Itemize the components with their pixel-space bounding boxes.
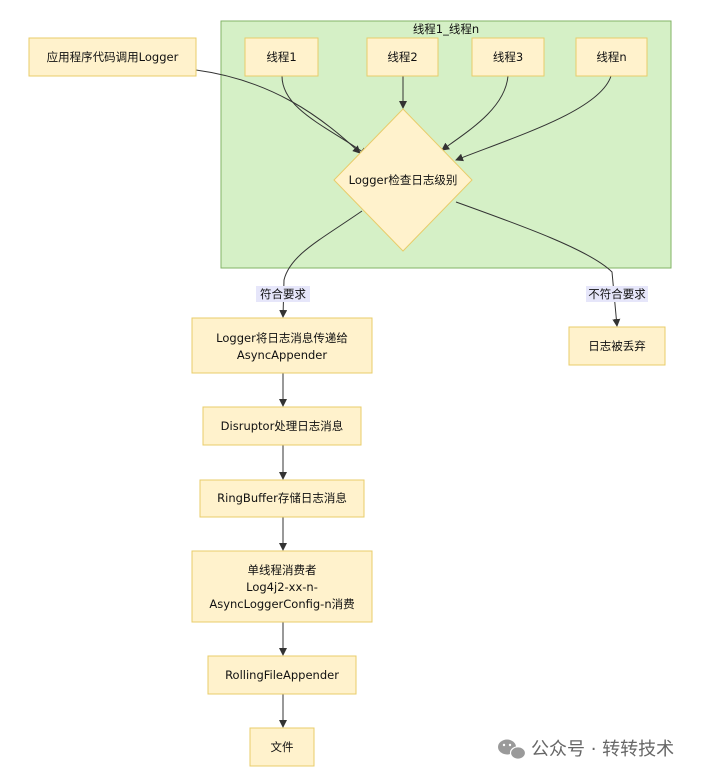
node-consumer-line2: Log4j2-xx-n- — [246, 580, 318, 594]
node-pass-to-async: Logger将日志消息传递给 AsyncAppender — [191, 317, 373, 374]
edge-label-not-meets-text: 不符合要求 — [588, 287, 646, 301]
node-discarded: 日志被丢弃 — [568, 326, 666, 366]
node-thread-2: 线程2 — [366, 37, 439, 77]
node-pass-to-async-line1: Logger将日志消息传递给 — [216, 331, 348, 345]
node-thread-n: 线程n — [575, 37, 648, 77]
node-thread-1-label: 线程1 — [266, 50, 296, 64]
node-rolling-file-appender: RollingFileAppender — [207, 655, 357, 695]
node-discarded-label: 日志被丢弃 — [588, 339, 646, 353]
edge-thread1-to-check — [281, 75, 368, 156]
edge-label-not-meets: 不符合要求 — [586, 286, 648, 302]
node-file: 文件 — [249, 727, 315, 767]
node-thread-1: 线程1 — [244, 37, 319, 77]
watermark-text: 公众号 · 转转技术 — [531, 739, 674, 760]
node-file-label: 文件 — [271, 740, 294, 754]
thread-group-label: 线程1_线程n — [413, 22, 479, 36]
node-app-logger: 应用程序代码调用Logger — [28, 37, 197, 77]
edge-check-to-discard — [455, 201, 621, 327]
node-ringbuffer-label: RingBuffer存储日志消息 — [217, 491, 347, 505]
node-rolling-file-appender-label: RollingFileAppender — [225, 668, 339, 682]
edge-thread3-to-check — [441, 75, 509, 151]
node-thread-3: 线程3 — [471, 37, 545, 77]
wechat-icon — [498, 739, 527, 760]
node-disruptor-label: Disruptor处理日志消息 — [221, 419, 344, 433]
node-disruptor: Disruptor处理日志消息 — [202, 406, 362, 446]
watermark: 公众号 · 转转技术 — [498, 739, 674, 760]
node-check-level: Logger检查日志级别 — [333, 108, 473, 252]
edge-threadn-to-check — [455, 75, 612, 162]
node-consumer-line1: 单线程消费者 — [248, 563, 317, 577]
edge-label-meets-text: 符合要求 — [260, 287, 306, 301]
edges — [195, 69, 621, 728]
node-consumer-line3: AsyncLoggerConfig-n消费 — [209, 597, 354, 611]
edge-app-to-check — [195, 69, 361, 154]
edge-label-meets: 符合要求 — [256, 286, 310, 302]
node-ringbuffer: RingBuffer存储日志消息 — [199, 479, 365, 518]
node-check-level-label: Logger检查日志级别 — [349, 173, 458, 187]
node-thread-n-label: 线程n — [596, 50, 626, 64]
edge-check-to-pass — [279, 210, 363, 318]
node-pass-to-async-line2: AsyncAppender — [237, 348, 327, 362]
node-thread-3-label: 线程3 — [493, 50, 523, 64]
node-thread-2-label: 线程2 — [387, 50, 417, 64]
node-consumer: 单线程消费者 Log4j2-xx-n- AsyncLoggerConfig-n消… — [191, 550, 373, 623]
node-app-logger-label: 应用程序代码调用Logger — [47, 50, 179, 64]
